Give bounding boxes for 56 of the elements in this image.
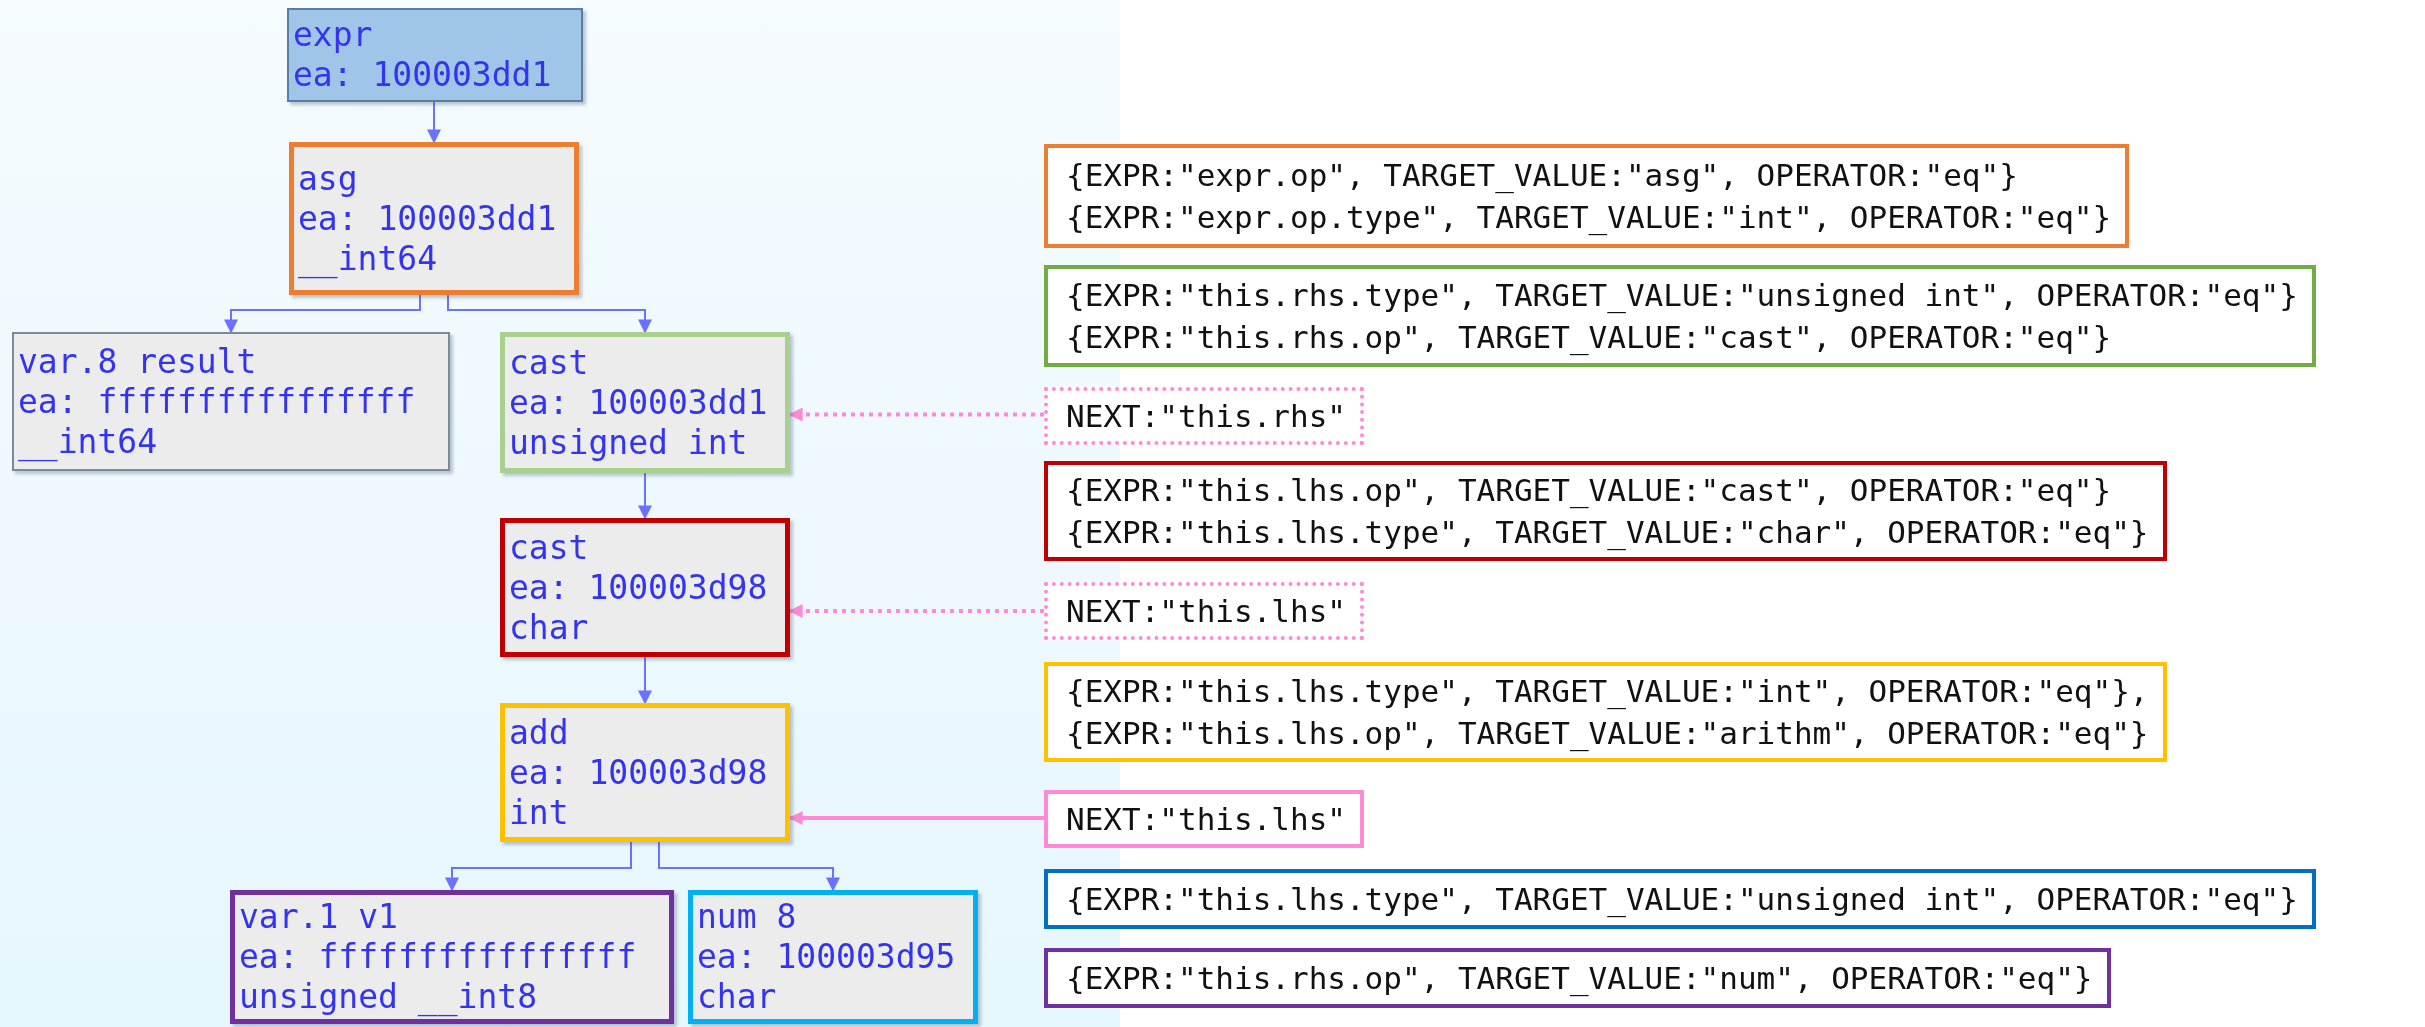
arrow: [447, 294, 652, 334]
node-label: cast: [509, 527, 590, 568]
node-label: ea: 100003d95: [697, 937, 957, 977]
ast-node-box: [289, 142, 579, 295]
node-label: ea: ffffffffffffffff: [18, 381, 417, 422]
node-label: unsigned __int8: [239, 977, 538, 1017]
rule-text: {EXPR:"expr.op.type", TARGET_VALUE:"int", OPERATOR:"eq"}: [1066, 198, 2112, 238]
node-label: ea: 100003dd1: [298, 198, 558, 239]
node-label: asg: [298, 158, 359, 199]
arrow: [658, 841, 840, 892]
node-label: int: [509, 792, 570, 833]
rule-text: {EXPR:"this.lhs.type", TARGET_VALUE:"int", OPERATOR:"eq"},: [1066, 672, 2149, 712]
node-label: num 8: [697, 897, 798, 937]
node-label: ea: 100003d98: [509, 567, 769, 608]
node-label: expr: [293, 15, 374, 55]
rule-text: {EXPR:"this.lhs.op", TARGET_VALUE:"cast", OPERATOR:"eq"}: [1066, 471, 2113, 511]
ast-node-box: [500, 332, 790, 473]
arrow: [638, 656, 652, 705]
arrow: [224, 294, 421, 334]
arrow: [788, 811, 1044, 825]
rule-text: NEXT:"this.lhs": [1066, 800, 1346, 839]
arrow: [427, 101, 441, 144]
arrow: [638, 472, 652, 520]
node-label: unsigned int: [509, 422, 749, 463]
rule-text: {EXPR:"expr.op", TARGET_VALUE:"asg", OPERATOR:"eq"}: [1066, 156, 2019, 196]
arrow: [788, 407, 1044, 422]
rule-text: {EXPR:"this.rhs.op", TARGET_VALUE:"num", OPERATOR:"eq"}: [1066, 959, 2093, 999]
node-label: __int64: [298, 238, 439, 279]
ast-node-box: [500, 703, 790, 842]
node-label: __int64: [18, 421, 159, 462]
rule-text: {EXPR:"this.rhs.type", TARGET_VALUE:"unsigned int", OPERATOR:"eq"}: [1066, 276, 2298, 316]
rule-text: {EXPR:"this.lhs.op", TARGET_VALUE:"arithm", OPERATOR:"eq"}: [1066, 714, 2149, 754]
node-label: ea: 100003dd1: [293, 55, 553, 95]
node-label: ea: 100003dd1: [509, 382, 769, 423]
rule-text: {EXPR:"this.lhs.type", TARGET_VALUE:"char", OPERATOR:"eq"}: [1066, 513, 2149, 553]
node-label: var.8 result: [18, 341, 258, 382]
rule-text: {EXPR:"this.lhs.type", TARGET_VALUE:"unsigned int", OPERATOR:"eq"}: [1066, 880, 2298, 920]
rule-text: {EXPR:"this.rhs.op", TARGET_VALUE:"cast", OPERATOR:"eq"}: [1066, 318, 2113, 358]
node-label: char: [697, 977, 778, 1017]
node-label: char: [509, 607, 590, 648]
ast-node-box: [500, 518, 790, 657]
node-label: ea: 100003d98: [509, 752, 769, 793]
next-pointer-box: [1044, 582, 1364, 640]
ast-node-box: [688, 890, 978, 1024]
ast-node-box: [230, 890, 674, 1024]
ast-node-box: [287, 8, 583, 102]
node-label: var.1 v1: [239, 897, 399, 937]
next-pointer-box: [1044, 387, 1364, 445]
node-label: cast: [509, 342, 590, 383]
rule-text: NEXT:"this.rhs": [1066, 397, 1346, 436]
node-label: ea: ffffffffffffffff: [239, 937, 638, 977]
arrow: [788, 604, 1044, 618]
arrow: [445, 841, 632, 892]
node-label: add: [509, 712, 570, 753]
ast-node-box: [12, 332, 450, 471]
rule-text: NEXT:"this.lhs": [1066, 592, 1346, 631]
